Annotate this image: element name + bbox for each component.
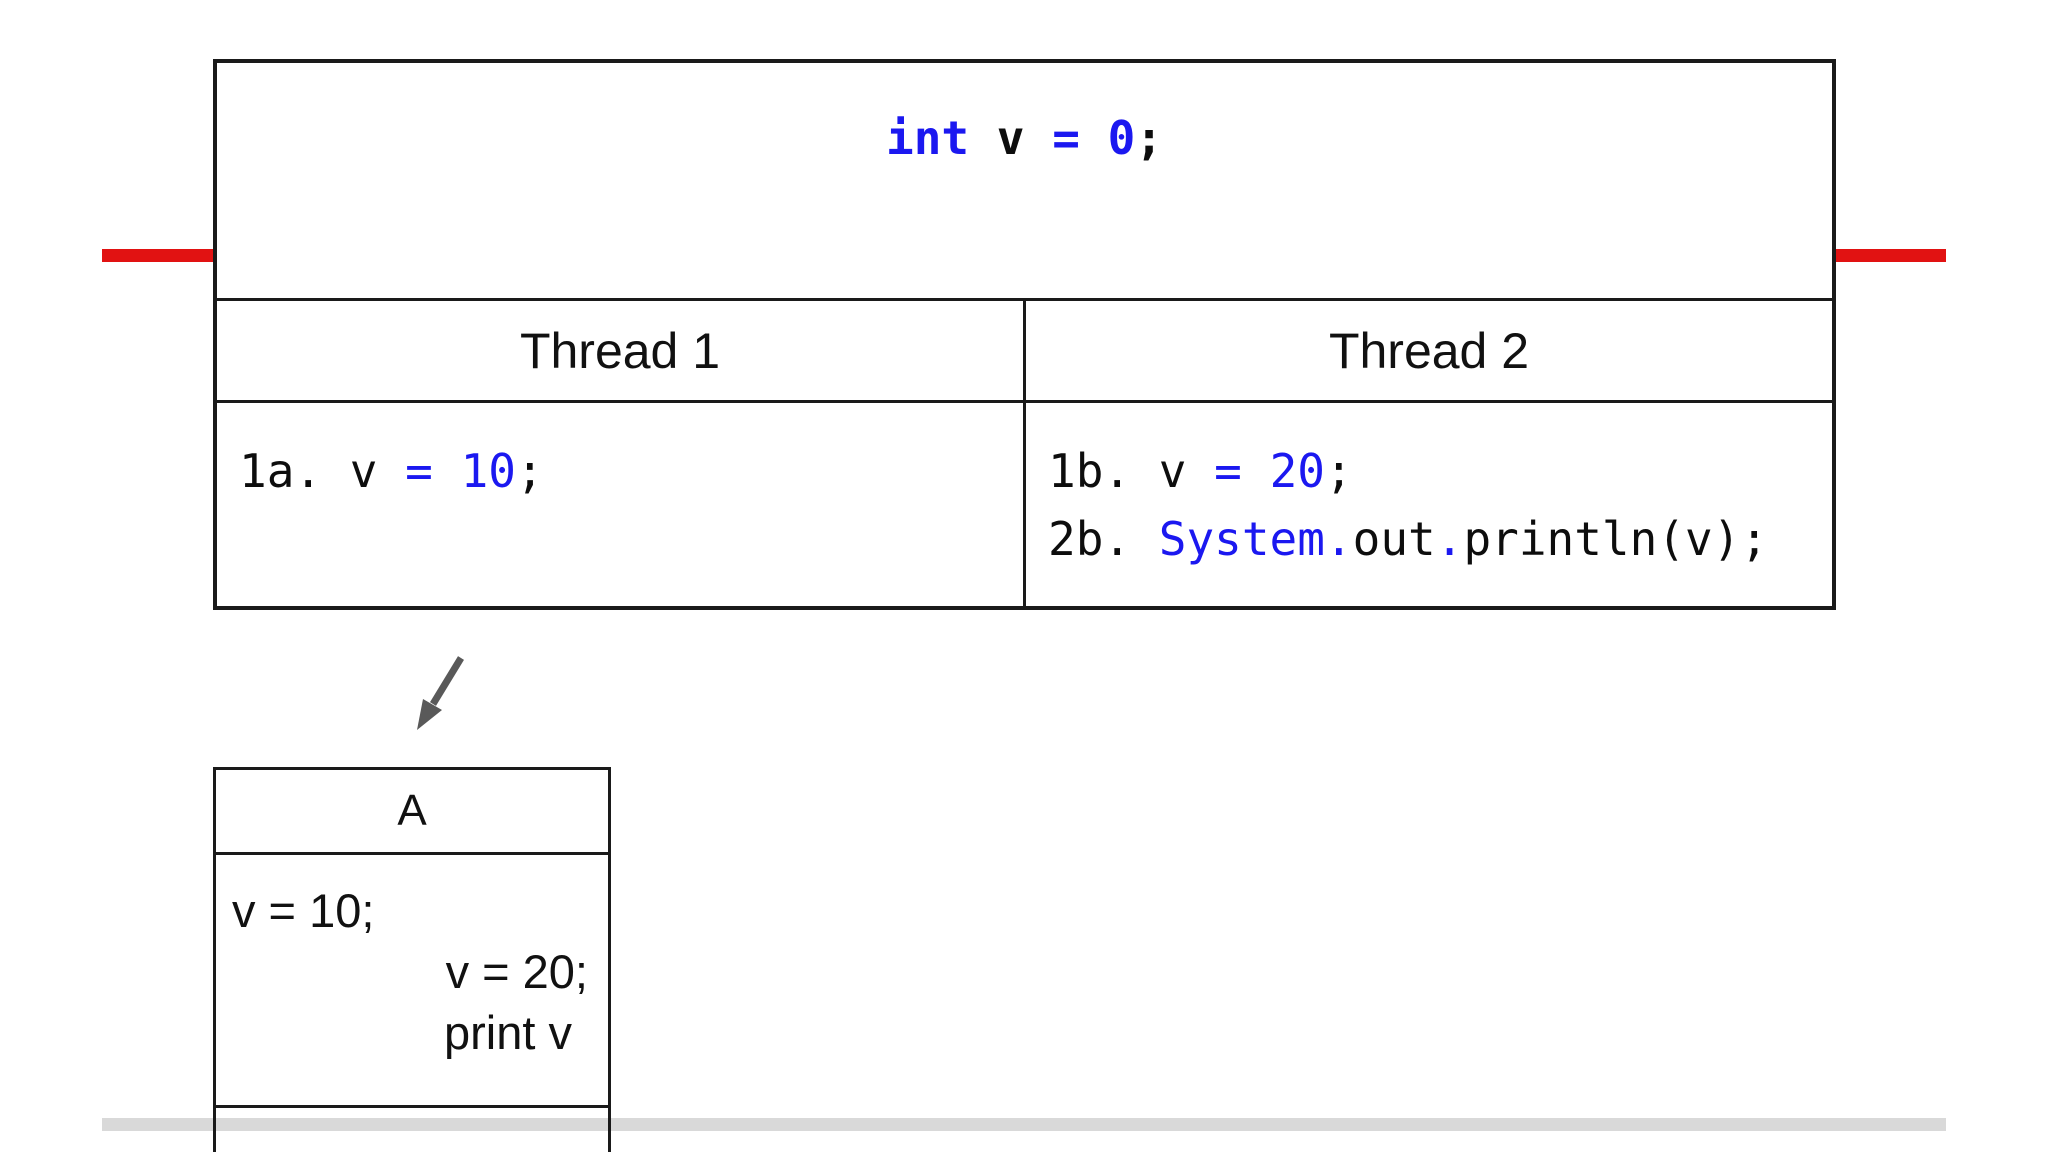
code-token: 20	[1269, 444, 1325, 498]
code-token: ;	[1135, 111, 1163, 165]
red-edge-marker-left	[102, 249, 213, 262]
thread-header-row: Thread 1 Thread 2	[217, 301, 1832, 403]
thread2-code-cell: 1b. v = 20; 2b. System.out.println(v);	[1023, 403, 1832, 606]
code-token: println(v);	[1463, 512, 1769, 566]
code-token: v	[969, 111, 1053, 165]
thread2-code-line-2: 2b. System.out.println(v);	[1048, 505, 1832, 573]
thread1-code-line-1: 1a. v = 10;	[239, 437, 1023, 505]
execution-order-title-label: A	[397, 786, 427, 835]
shared-variable-declaration-row: int v = 0;	[217, 63, 1832, 301]
declaration-code: int v = 0;	[886, 109, 1163, 167]
code-token: =	[405, 444, 433, 498]
code-token: 1b. v	[1048, 444, 1215, 498]
execution-step-2: v = 20;	[445, 945, 588, 998]
code-token: 1a. v	[239, 444, 406, 498]
code-token: ;	[1324, 444, 1353, 498]
thread2-label: Thread 2	[1328, 322, 1530, 379]
code-token: 10	[460, 444, 516, 498]
code-token: int	[886, 111, 970, 165]
thread2-header: Thread 2	[1023, 301, 1832, 400]
thread1-header: Thread 1	[217, 301, 1023, 400]
gray-edge-marker	[102, 1118, 1946, 1131]
code-token: ;	[515, 444, 544, 498]
arrow-down-left-icon	[417, 656, 464, 730]
code-token: =	[1214, 444, 1242, 498]
execution-order-steps: v = 10; v = 20; print v	[216, 855, 608, 1108]
thread-code-row: 1a. v = 10; 1b. v = 20; 2b. System.out.p…	[217, 403, 1832, 606]
execution-step-3: print v	[444, 1006, 572, 1059]
thread1-code-cell: 1a. v = 10;	[217, 403, 1023, 606]
code-token: .	[1435, 512, 1464, 566]
code-token: 2b.	[1048, 512, 1159, 566]
code-token	[433, 444, 461, 498]
code-token	[1080, 111, 1108, 165]
execution-step-1: v = 10;	[232, 884, 375, 937]
code-token: System.	[1158, 512, 1353, 566]
thread2-code-line-1: 1b. v = 20;	[1048, 437, 1832, 505]
code-token: out	[1352, 512, 1436, 566]
code-token: 0	[1107, 111, 1136, 165]
execution-order-empty-row	[216, 1108, 608, 1152]
code-token	[1242, 444, 1270, 498]
execution-order-box: A v = 10; v = 20; print v	[213, 767, 611, 1152]
code-token: =	[1052, 111, 1080, 165]
thread1-label: Thread 1	[519, 322, 721, 379]
shared-variable-table: int v = 0; Thread 1 Thread 2 1a. v = 10;…	[213, 59, 1836, 610]
red-edge-marker-right	[1836, 249, 1946, 262]
execution-order-title: A	[216, 770, 608, 855]
